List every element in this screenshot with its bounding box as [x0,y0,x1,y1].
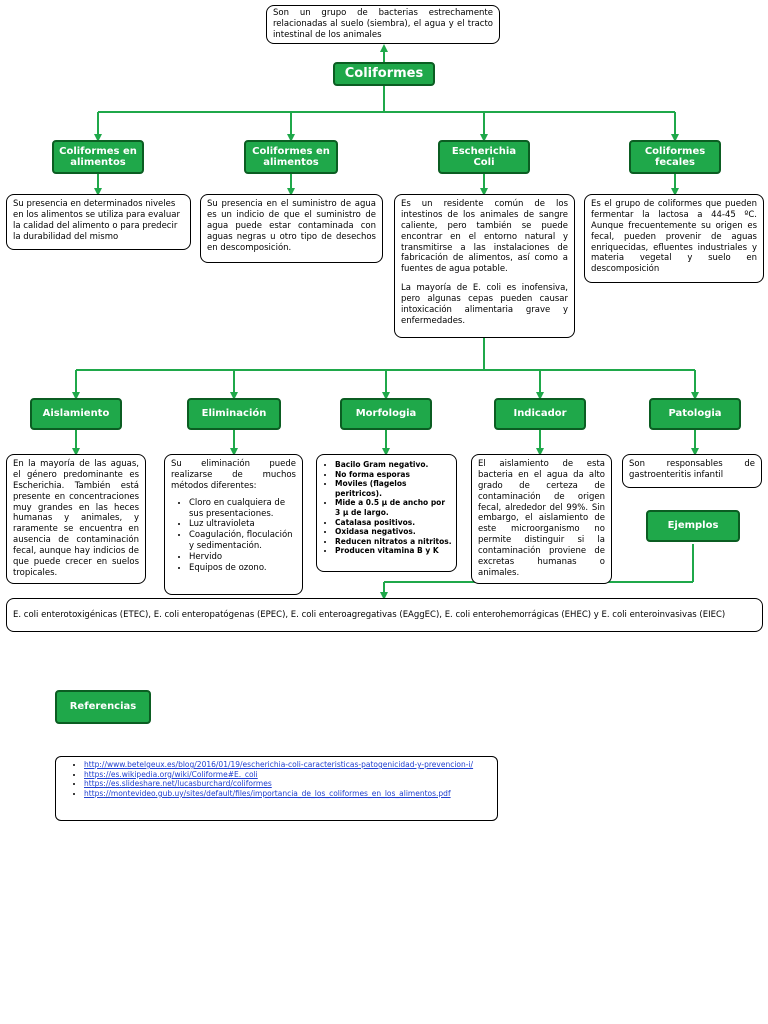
morfologia-item: Producen vitamina B y K [335,546,452,556]
morfologia-item: Reducen nitratos a nitritos. [335,537,452,547]
eliminacion-item: Hervido [189,552,296,563]
morfologia-list: Bacilo Gram negativo. No forma esporas M… [321,460,452,556]
coliformes-title: Coliformes [344,65,424,81]
node-eliminacion: Eliminación [187,398,281,430]
node-patologia: Patologia [649,398,741,430]
alimentos-1-text-box: Su presencia en determinados niveles en … [6,194,191,250]
aislamiento-text-box: En la mayoría de las aguas, el género pr… [6,454,146,584]
node-aislamiento-title: Aislamiento [42,408,110,420]
fecales-text-box: Es el grupo de coliformes que pueden fer… [584,194,764,283]
node-referencias: Referencias [55,690,151,724]
node-eliminacion-title: Eliminación [201,408,267,420]
reference-link[interactable]: http://www.betelgeux.es/blog/2016/01/19/… [84,760,474,769]
eliminacion-intro: Su eliminación puede realizarse de mucho… [171,459,296,491]
ecoli-text-1: Es un residente común de los intestinos … [401,199,568,275]
referencias-box: http://www.betelgeux.es/blog/2016/01/19/… [55,756,498,821]
eliminacion-item: Luz ultravioleta [189,519,296,530]
fecales-text: Es el grupo de coliformes que pueden fer… [591,199,757,275]
reference-link[interactable]: https://es.slideshare.net/lucasburchard/… [84,779,272,789]
node-morfologia: Morfologia [340,398,432,430]
node-alimentos-1: Coliformes en alimentos [52,140,144,174]
node-referencias-title: Referencias [69,701,137,713]
eliminacion-item: Equipos de ozono. [189,563,296,574]
alimentos-2-text: Su presencia en el suministro de agua es… [207,199,376,253]
morfologia-item: Oxidasa negativos. [335,527,452,537]
node-aislamiento: Aislamiento [30,398,122,430]
ejemplos-text: E. coli enterotoxigénicas (ETEC), E. col… [13,609,726,620]
eliminacion-list: Cloro en cualquiera de sus presentacione… [171,498,296,574]
node-fecales-title: Coliformes fecales [644,145,706,169]
coliformes-node: Coliformes [333,62,435,86]
indicador-text-box: El aislamiento de esta bacteria en el ag… [471,454,612,584]
morfologia-item: No forma esporas [335,470,452,480]
node-indicador: Indicador [494,398,586,430]
eliminacion-text-box: Su eliminación puede realizarse de mucho… [164,454,303,595]
node-ejemplos: Ejemplos [646,510,740,542]
node-morfologia-title: Morfologia [355,408,417,420]
morfologia-item: Bacilo Gram negativo. [335,460,452,470]
node-alimentos-1-title: Coliformes en alimentos [59,145,137,169]
eliminacion-item: Cloro en cualquiera de sus presentacione… [189,498,296,520]
definition-text: Son un grupo de bacterias estrechamente … [273,8,493,40]
morfologia-item: Moviles (flagelos peritricos). [335,479,452,498]
alimentos-2-text-box: Su presencia en el suministro de agua es… [200,194,383,263]
patologia-text-box: Son responsables de gastroenteritis infa… [622,454,762,488]
morfologia-item: Mide a 0.5 µ de ancho por 3 µ de largo. [335,498,452,517]
aislamiento-text: En la mayoría de las aguas, el género pr… [13,459,139,578]
indicador-text: El aislamiento de esta bacteria en el ag… [478,459,605,578]
ecoli-text-box: Es un residente común de los intestinos … [394,194,575,338]
node-indicador-title: Indicador [513,408,567,420]
eliminacion-item: Coagulación, floculación y sedimentación… [189,530,296,552]
referencias-list: http://www.betelgeux.es/blog/2016/01/19/… [62,760,491,798]
reference-link[interactable]: https://es.wikipedia.org/wiki/Coliforme#… [84,769,258,779]
ejemplos-text-box: E. coli enterotoxigénicas (ETEC), E. col… [6,598,763,632]
node-alimentos-2-title: Coliformes en alimentos [252,145,330,169]
node-patologia-title: Patologia [668,408,722,420]
node-ecoli-title: Escherichia Coli [451,145,517,169]
ecoli-text-2: La mayoría de E. coli es inofensiva, per… [401,283,568,326]
morfologia-text-box: Bacilo Gram negativo. No forma esporas M… [316,454,457,572]
node-ecoli: Escherichia Coli [438,140,530,174]
reference-link[interactable]: https://montevideo.gub.uy/sites/default/… [84,788,451,798]
patologia-text: Son responsables de gastroenteritis infa… [629,459,755,480]
node-fecales: Coliformes fecales [629,140,721,174]
node-ejemplos-title: Ejemplos [667,520,719,532]
alimentos-1-text: Su presencia en determinados niveles en … [13,199,180,242]
definition-box: Son un grupo de bacterias estrechamente … [266,5,500,44]
morfologia-item: Catalasa positivos. [335,518,452,528]
node-alimentos-2: Coliformes en alimentos [244,140,338,174]
